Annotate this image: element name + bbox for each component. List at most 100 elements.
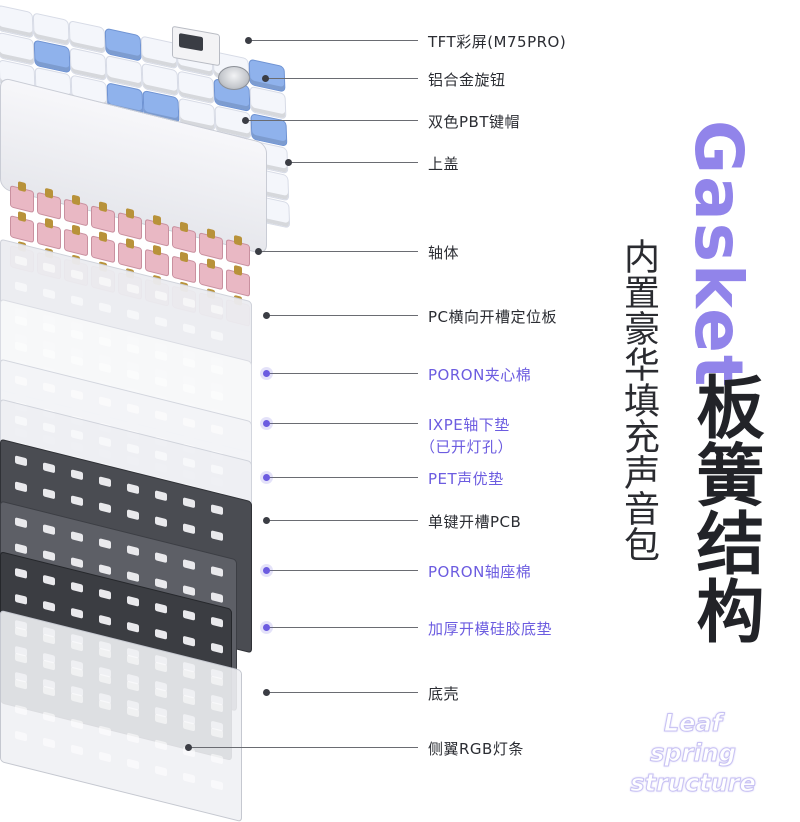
plate-cutout — [15, 626, 27, 638]
label-silicone-pad: 加厚开模硅胶底垫 — [428, 620, 553, 638]
plate-cutout — [155, 578, 167, 590]
callout-dot — [263, 567, 270, 574]
plate-cutout — [183, 297, 195, 309]
plate-cutout — [43, 524, 55, 536]
callout-line — [266, 315, 418, 316]
switch-stem — [18, 211, 26, 223]
plate-cutout — [183, 357, 195, 369]
plate-cutout — [211, 616, 223, 628]
label-pcb: 单键开槽PCB — [428, 513, 522, 531]
switch-stem — [153, 244, 161, 256]
plate-cutout — [183, 585, 195, 597]
plate-cutout — [99, 502, 111, 514]
plate-cutout — [183, 668, 195, 680]
plate-cutout — [211, 364, 223, 376]
plate-cutout — [211, 464, 223, 476]
plate-cutout — [183, 559, 195, 571]
plate-cutout — [99, 436, 111, 448]
callout-line — [266, 373, 418, 374]
callout-line — [266, 627, 418, 628]
plate-cutout — [155, 765, 167, 777]
screen-panel — [179, 33, 203, 52]
plate-cutout — [155, 552, 167, 564]
plate-cutout — [71, 329, 83, 341]
switch — [64, 224, 88, 257]
subtitle-english-line2: structure — [630, 769, 757, 798]
plate-cutout — [71, 718, 83, 730]
switch — [145, 244, 169, 277]
plate-cutout — [183, 523, 195, 535]
callout-dot — [263, 689, 270, 696]
plate-cutout — [211, 675, 223, 687]
label-knob: 铝合金旋钮 — [428, 71, 506, 89]
switch-stem — [207, 258, 215, 270]
plate-cutout — [43, 633, 55, 645]
callout-dot — [245, 37, 252, 44]
label-rgb-strip: 侧翼RGB灯条 — [428, 740, 524, 758]
plate-cutout — [183, 772, 195, 784]
plate-cutout — [71, 692, 83, 704]
plate-cutout — [15, 678, 27, 690]
plate-cutout — [127, 621, 139, 633]
plate-cutout — [127, 706, 139, 718]
plate-cutout — [99, 538, 111, 550]
plate-cutout — [71, 469, 83, 481]
plate-cutout — [15, 481, 27, 493]
plate-cutout — [99, 476, 111, 488]
plate-cutout — [183, 635, 195, 647]
plate-cutout — [71, 355, 83, 367]
plate-cutout — [43, 711, 55, 723]
plate-cutout — [211, 592, 223, 604]
plate-cutout — [43, 600, 55, 612]
plate-cutout — [183, 383, 195, 395]
plate-cutout — [15, 543, 27, 555]
plate-cutout — [99, 302, 111, 314]
plate-cutout — [127, 595, 139, 607]
plate-cutout — [15, 375, 27, 387]
plate-cutout — [43, 685, 55, 697]
switch-stem — [72, 224, 80, 236]
switch-stem — [45, 187, 53, 199]
plate-cutout — [15, 415, 27, 427]
plate-cutout — [43, 288, 55, 300]
label-poron-foam: PORON夹心棉 — [428, 366, 532, 384]
plate-cutout — [99, 699, 111, 711]
plate-cutout — [43, 382, 55, 394]
callout-line — [266, 520, 418, 521]
plate-cutout — [43, 550, 55, 562]
plate-cutout — [15, 704, 27, 716]
label-ixpe-pad: IXPE轴下垫 — [428, 416, 510, 434]
switch — [91, 231, 115, 264]
switch — [10, 211, 34, 244]
plate-cutout — [211, 753, 223, 765]
plate-cutout — [71, 389, 83, 401]
label-top-case: 上盖 — [428, 155, 460, 173]
plate-cutout — [183, 417, 195, 429]
plate-cutout — [155, 410, 167, 422]
label-switches: 轴体 — [428, 244, 460, 262]
plate-cutout — [211, 779, 223, 791]
switch — [199, 228, 223, 261]
plate-cutout — [127, 654, 139, 666]
plate-cutout — [127, 571, 139, 583]
plate-cutout — [211, 701, 223, 713]
callout-dot — [263, 624, 270, 631]
plate-cutout — [127, 309, 139, 321]
title-chinese: 板簧结构 — [684, 372, 763, 644]
plate-cutout — [99, 276, 111, 288]
switch-stem — [234, 234, 242, 246]
plate-cutout — [15, 730, 27, 742]
plate-cutout — [155, 490, 167, 502]
switch-stem — [18, 181, 26, 193]
switch-stem — [180, 221, 188, 233]
subtitle-english: Leaf spring structure — [618, 708, 768, 798]
plate-cutout — [183, 457, 195, 469]
switch — [226, 234, 250, 267]
switch-stem — [45, 217, 53, 229]
plate-cutout — [99, 396, 111, 408]
switch — [118, 238, 142, 270]
plate-cutout — [127, 509, 139, 521]
switch — [226, 264, 250, 297]
plate-cutout — [127, 680, 139, 692]
plate-cutout — [155, 713, 167, 725]
